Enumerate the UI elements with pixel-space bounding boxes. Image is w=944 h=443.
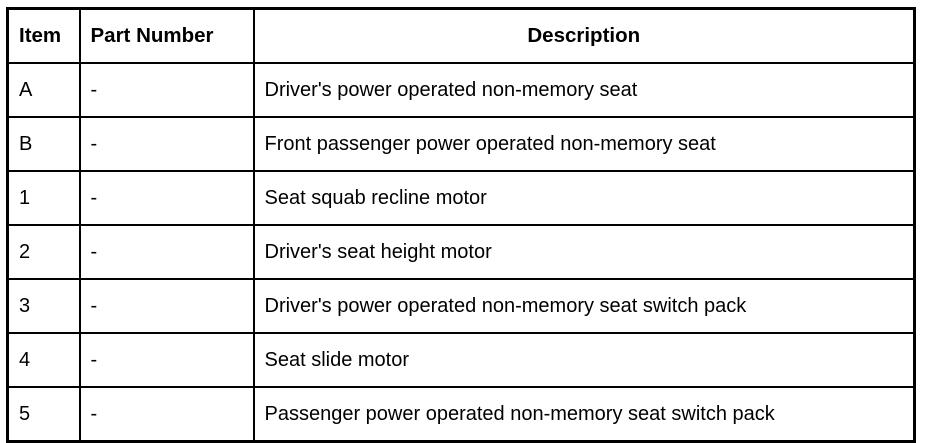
column-header-description: Description (252, 7, 916, 64)
cell-item: 5 (6, 386, 81, 443)
cell-item: 1 (6, 170, 81, 226)
table-row: 3 - Driver's power operated non-memory s… (6, 278, 916, 334)
table-row: 2 - Driver's seat height motor (6, 224, 916, 280)
parts-table: Item Part Number Description A - Driver'… (6, 7, 916, 443)
cell-description: Seat slide motor (252, 332, 916, 388)
column-header-part-number: Part Number (78, 7, 255, 64)
cell-description: Passenger power operated non-memory seat… (252, 386, 916, 443)
cell-part-number: - (78, 62, 255, 118)
table-row: 4 - Seat slide motor (6, 332, 916, 388)
table-header: Item Part Number Description (6, 7, 916, 64)
cell-part-number: - (78, 386, 255, 443)
cell-description: Driver's power operated non-memory seat (252, 62, 916, 118)
cell-item: 2 (6, 224, 81, 280)
cell-part-number: - (78, 224, 255, 280)
cell-part-number: - (78, 116, 255, 172)
table-row: B - Front passenger power operated non-m… (6, 116, 916, 172)
cell-item: 3 (6, 278, 81, 334)
cell-part-number: - (78, 170, 255, 226)
table-row: A - Driver's power operated non-memory s… (6, 62, 916, 118)
cell-description: Front passenger power operated non-memor… (252, 116, 916, 172)
cell-part-number: - (78, 278, 255, 334)
cell-description: Seat squab recline motor (252, 170, 916, 226)
table-body: A - Driver's power operated non-memory s… (6, 62, 916, 443)
cell-item: A (6, 62, 81, 118)
cell-description: Driver's seat height motor (252, 224, 916, 280)
header-row: Item Part Number Description (6, 7, 916, 64)
cell-item: 4 (6, 332, 81, 388)
column-header-item: Item (6, 7, 81, 64)
table-row: 5 - Passenger power operated non-memory … (6, 386, 916, 443)
table-row: 1 - Seat squab recline motor (6, 170, 916, 226)
cell-item: B (6, 116, 81, 172)
cell-description: Driver's power operated non-memory seat … (252, 278, 916, 334)
cell-part-number: - (78, 332, 255, 388)
